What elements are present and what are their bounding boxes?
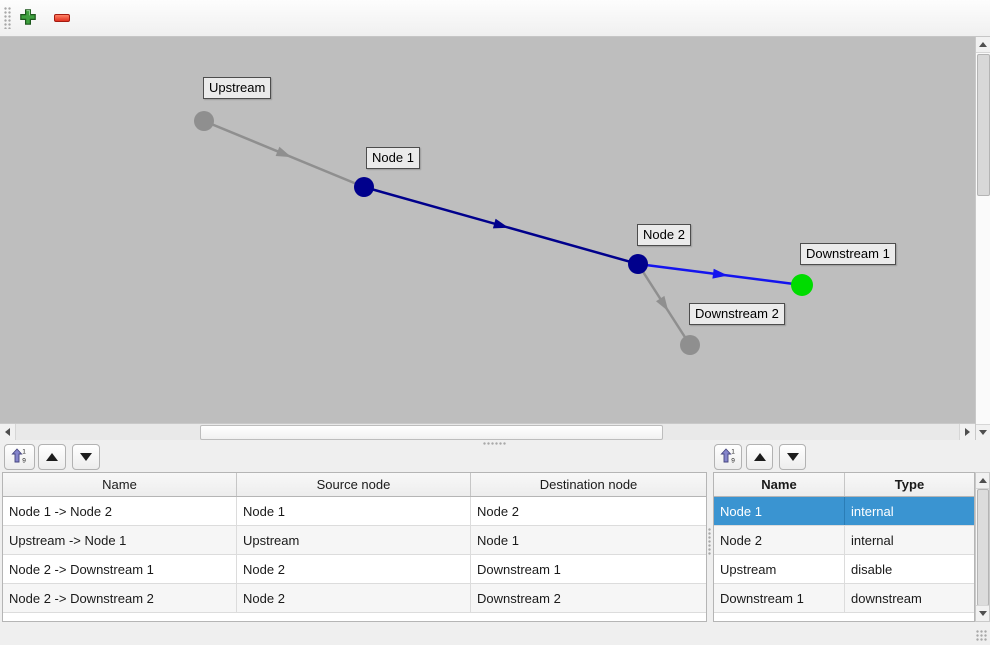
arrow-up-icon: [979, 42, 987, 47]
nodes-table-scrollbar[interactable]: [975, 472, 990, 622]
sort-ascending-icon: 1 9: [719, 447, 737, 467]
move-down-icon: [80, 453, 92, 461]
edge-arrow-icon: [275, 146, 292, 158]
cell: Node 1 -> Node 2: [3, 497, 237, 525]
nodes-move-up-button[interactable]: [746, 444, 773, 470]
nodes-table-row[interactable]: Node 1 internal: [714, 497, 974, 526]
cell: Node 1: [477, 532, 519, 548]
move-down-icon: [786, 453, 799, 461]
vertical-scrollbar-thumb[interactable]: [977, 54, 990, 196]
vertical-scrollbar-thumb[interactable]: [977, 489, 989, 606]
tables-splitter[interactable]: [707, 472, 713, 622]
arrow-down-icon: [978, 611, 987, 616]
arrow-right-icon: [965, 428, 970, 436]
plus-icon: [19, 8, 37, 29]
column-header-destination-node[interactable]: Destination node: [539, 477, 638, 492]
node-label[interactable]: Node 2: [637, 224, 691, 246]
graph-node[interactable]: [791, 274, 813, 296]
node-label[interactable]: Downstream 1: [800, 243, 896, 265]
node-label[interactable]: Downstream 2: [689, 303, 785, 325]
sort-ascending-icon: 1 9: [11, 447, 28, 467]
graph-svg: [194, 111, 813, 355]
nodes-table-row[interactable]: Downstream 1 downstream: [714, 584, 974, 613]
move-up-icon: [753, 453, 766, 461]
column-header-source-node[interactable]: Source node: [237, 473, 471, 496]
scroll-up-button[interactable]: [976, 473, 989, 489]
cell: Upstream: [714, 555, 845, 583]
cell: Node 1: [714, 497, 845, 525]
edges-table: Name Source node Destination node Node 1…: [2, 472, 707, 622]
cell: Node 2: [477, 503, 519, 519]
edge-arrow-icon: [492, 218, 509, 229]
graph-node[interactable]: [628, 254, 648, 274]
main-toolbar: [0, 0, 990, 37]
column-header-type[interactable]: Type: [894, 477, 925, 492]
edges-sort-button[interactable]: 1 9: [4, 444, 35, 470]
cell: internal: [851, 532, 894, 548]
scroll-down-button[interactable]: [976, 605, 989, 621]
splitter-handle-icon: [483, 442, 507, 446]
arrow-left-icon: [5, 428, 10, 436]
cell: Node 2 -> Downstream 1: [3, 555, 237, 583]
edges-move-down-button[interactable]: [72, 444, 100, 470]
remove-button[interactable]: [51, 7, 73, 29]
toolbar-drag-handle[interactable]: [4, 7, 12, 29]
splitter-handle-icon: [708, 528, 712, 556]
cell: Node 2: [237, 555, 471, 583]
graph-node[interactable]: [354, 177, 374, 197]
nodes-move-down-button[interactable]: [779, 444, 806, 470]
scroll-down-button[interactable]: [976, 424, 990, 440]
node-label[interactable]: Upstream: [203, 77, 272, 99]
nodes-table-row[interactable]: Upstream disable: [714, 555, 974, 584]
scroll-up-button[interactable]: [976, 37, 990, 53]
cell: Downstream 1: [477, 561, 561, 577]
cell: disable: [851, 561, 893, 577]
move-up-icon: [46, 453, 58, 461]
column-header-name[interactable]: Name: [714, 473, 845, 496]
graph-horizontal-scrollbar[interactable]: [0, 423, 975, 440]
cell: Node 2 -> Downstream 2: [3, 584, 237, 612]
scroll-left-button[interactable]: [0, 424, 16, 440]
svg-text:1: 1: [731, 449, 735, 456]
cell: Upstream -> Node 1: [3, 526, 237, 554]
edges-move-up-button[interactable]: [38, 444, 66, 470]
cell: Node 1: [237, 497, 471, 525]
graph-vertical-scrollbar[interactable]: [975, 37, 990, 440]
svg-text:1: 1: [22, 449, 26, 456]
horizontal-scrollbar-thumb[interactable]: [200, 425, 663, 440]
arrow-up-icon: [978, 478, 987, 483]
node-label[interactable]: Node 1: [366, 147, 420, 169]
cell: Node 2: [714, 526, 845, 554]
arrow-down-icon: [979, 430, 987, 435]
cell: Downstream 2: [477, 590, 561, 606]
edge-arrow-icon: [712, 268, 728, 279]
cell: Downstream 1: [714, 584, 845, 612]
window-resize-grip[interactable]: [976, 630, 987, 641]
svg-text:9: 9: [731, 458, 735, 464]
graph-tables-splitter[interactable]: [0, 440, 990, 447]
graph-node[interactable]: [680, 335, 700, 355]
add-button[interactable]: [17, 7, 39, 29]
edges-table-header: Name Source node Destination node: [3, 473, 706, 497]
graph-node[interactable]: [194, 111, 214, 131]
column-header-name[interactable]: Name: [3, 473, 237, 496]
cell: internal: [851, 503, 894, 519]
edge-arrow-icon: [656, 295, 669, 312]
nodes-sort-button[interactable]: 1 9: [714, 444, 742, 470]
nodes-table-header: Name Type: [714, 473, 974, 497]
svg-text:9: 9: [22, 458, 26, 464]
scroll-right-button[interactable]: [959, 424, 975, 440]
nodes-table-row[interactable]: Node 2 internal: [714, 526, 974, 555]
minus-icon: [54, 14, 70, 22]
cell: Upstream: [237, 526, 471, 554]
cell: Node 2: [237, 584, 471, 612]
cell: downstream: [851, 590, 922, 606]
